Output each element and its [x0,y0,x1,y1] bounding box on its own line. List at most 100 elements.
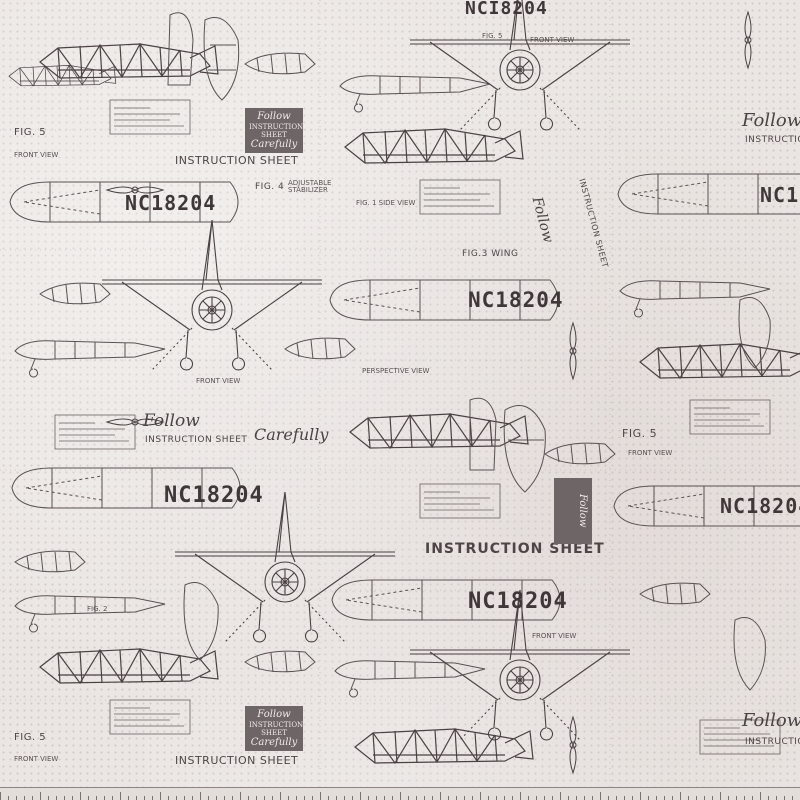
ruler-tick [544,796,545,800]
ruler-tick [496,796,497,800]
ruler-tick [296,796,297,800]
ruler-tick [64,796,65,800]
ruler-tick [712,796,713,800]
ruler-tick [160,792,161,800]
ruler-tick [520,792,521,800]
ruler-tick [728,796,729,800]
perspective-label: PERSPECTIVE VIEW [362,367,430,375]
front-view-label: FRONT VIEW [14,151,59,159]
ruler-tick [104,796,105,800]
ruler-tick [248,796,249,800]
ruler-tick [232,796,233,800]
ruler-tick [576,796,577,800]
front-view-label: FRONT VIEW [532,632,577,640]
ruler-tick [280,792,281,800]
ruler-tick [744,796,745,800]
registration-number: NC18204 [468,288,564,312]
registration-number: NCI8204 [465,0,548,19]
follow-badge: Follow INSTRUCTION SHEET Carefully [245,706,303,752]
ruler-tick [688,796,689,800]
ruler-tick [328,796,329,800]
ruler-tick [568,796,569,800]
ruler-tick [368,796,369,800]
ruler-tick [320,792,321,800]
front-view-label: FRONT VIEW [628,449,673,457]
ruler-tick [288,796,289,800]
side-view-label: FIG. 1 SIDE VIEW [356,199,416,207]
ruler-tick [736,796,737,800]
front-view-label: FRONT VIEW [530,36,575,44]
fig-label: FIG. 4 [255,182,285,192]
ruler-tick [640,792,641,800]
ruler-tick [536,796,537,800]
ruler-tick [32,796,33,800]
ruler-tick [416,796,417,800]
slogan-follow: Follow [742,110,800,131]
ruler-tick [0,792,1,800]
ruler-tick [360,792,361,800]
instruction-sheet-label: INSTRUCTION SHEET [425,541,605,557]
ruler-tick [664,796,665,800]
fig-label: FIG. 2 [87,605,108,613]
ruler-tick [600,792,601,800]
ruler-tick [784,796,785,800]
ruler-tick [384,796,385,800]
registration-number: NC18204 [164,483,264,508]
front-view-label: FRONT VIEW [14,755,59,763]
ruler-tick [472,796,473,800]
front-view-label: FRONT VIEW [196,377,241,385]
ruler-tick [488,796,489,800]
ruler-tick [504,796,505,800]
ruler-tick [168,796,169,800]
ruler-tick [16,796,17,800]
slogan-instruction: INSTRUCTION SHEET [145,435,248,445]
fig-label: FIG. 5 [14,127,47,138]
ruler-tick [768,796,769,800]
fig-wing-label: FIG.3 WING [462,249,519,259]
ruler-tick [376,796,377,800]
ruler-tick [312,796,313,800]
ruler-tick [680,792,681,800]
ruler-tick [336,796,337,800]
ruler-tick [8,796,9,800]
ruler-tick [392,796,393,800]
ruler-tick [776,796,777,800]
ruler-tick [672,796,673,800]
fig-label: FIG. 5 [622,427,658,440]
ruler-tick [88,796,89,800]
ruler-tick [256,796,257,800]
ruler-tick [792,796,793,800]
ruler-tick [512,796,513,800]
ruler-tick [184,796,185,800]
ruler-tick [656,796,657,800]
slogan-carefully: Carefully [254,425,329,444]
ruler-tick [704,796,705,800]
registration-number: NC18204 [720,494,800,518]
ruler-tick [584,796,585,800]
ruler-tick [72,796,73,800]
ruler-tick [136,796,137,800]
ruler-tick [400,792,401,800]
ruler-tick [408,796,409,800]
ruler-tick [176,796,177,800]
ruler-tick [24,796,25,800]
ruler-tick [632,796,633,800]
ruler-tick [424,796,425,800]
ruler-tick [240,792,241,800]
ruler-tick [624,796,625,800]
ruler-tick [752,796,753,800]
ruler-tick [96,796,97,800]
ruler-tick [528,796,529,800]
ruler-tick [224,796,225,800]
instruction-sheet-label: INSTRUCTION SHEET [175,154,299,167]
ruler-tick [552,796,553,800]
slogan-instruction: INSTRUCTION SHEET [745,135,800,145]
ruler-tick [80,792,81,800]
ruler-tick [720,792,721,800]
instruction-sheet-label: INSTRUCTION SHEET [175,754,299,767]
selvage-ruler [0,787,800,800]
slogan-instruction: INSTRUCTION SHEET [745,737,800,747]
ruler-tick [440,792,441,800]
